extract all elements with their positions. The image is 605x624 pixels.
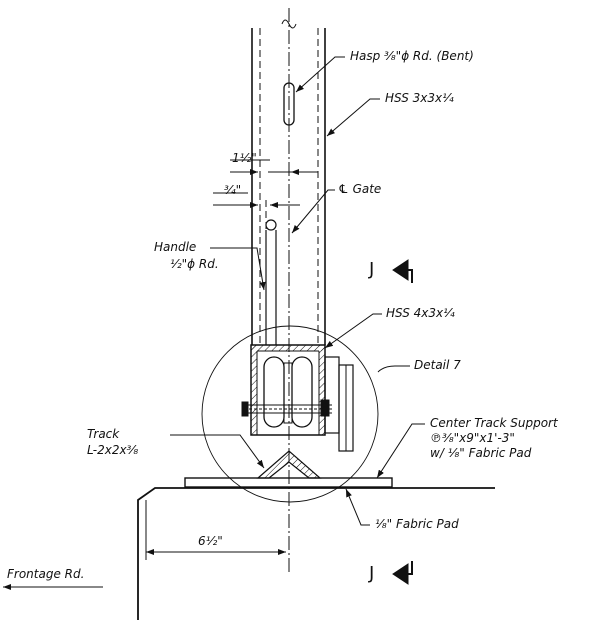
- detail-circle: [201, 325, 379, 503]
- slab-outline: [137, 487, 495, 620]
- label-dim-1-half: 1¹⁄₂": [232, 151, 257, 165]
- section-label-bottom: J: [369, 563, 375, 584]
- leader-handle: [210, 247, 266, 291]
- axle-nut: [320, 399, 330, 417]
- leader-detail: [377, 365, 410, 373]
- hss-beam-outer: [250, 344, 326, 436]
- hasp-slot: [283, 82, 295, 126]
- section-arrow-bottom: [392, 561, 413, 585]
- label-hss-beam: HSS 4x3x¹⁄₄: [386, 306, 455, 320]
- label-dim-6-half: 6¹⁄₂": [198, 534, 223, 548]
- leader-hss-post: [326, 98, 380, 137]
- wheel-right: [291, 356, 313, 428]
- label-handle-line1: Handle: [154, 240, 197, 254]
- hss-beam-hatch-top: [251, 345, 325, 351]
- label-support-line2: ℗³⁄₈"x9"x1'-3": [430, 431, 515, 445]
- wheel-left: [263, 356, 285, 428]
- hss-beam-hatch-left: [251, 345, 257, 435]
- label-handle-line2: ¹⁄₂"ϕ Rd.: [170, 257, 219, 271]
- label-hss-post: HSS 3x3x¹⁄₄: [385, 91, 454, 105]
- label-support-line1: Center Track Support: [430, 416, 558, 430]
- label-fabric-pad: ¹⁄₈" Fabric Pad: [375, 517, 459, 531]
- wheel-hub: [283, 362, 293, 424]
- leader-track: [170, 434, 265, 469]
- support-plate: [184, 477, 393, 488]
- leader-hasp: [295, 56, 345, 93]
- label-support-line3: w/ ¹⁄₈" Fabric Pad: [430, 446, 532, 460]
- label-track-line1: Track: [87, 427, 120, 441]
- hss-beam-hatch-right: [319, 345, 325, 435]
- bracket-plate: [324, 356, 340, 434]
- label-gate: ℄ Gate: [338, 182, 382, 196]
- label-dim-3-4: ³⁄₄": [224, 183, 242, 197]
- section-label-top: J: [369, 259, 375, 280]
- label-detail: Detail 7: [414, 358, 461, 372]
- label-track-line2: L-2x2x³⁄₈: [87, 443, 139, 457]
- handle-circle: [265, 219, 277, 231]
- leader-hss-beam: [324, 313, 382, 349]
- leader-support: [376, 423, 425, 479]
- label-hasp: Hasp ³⁄₈"ϕ Rd. (Bent): [350, 49, 474, 63]
- label-frontage: Frontage Rd.: [7, 567, 85, 581]
- leader-gate: [291, 189, 335, 234]
- break-mark: [281, 19, 297, 29]
- leader-fabric: [345, 488, 370, 526]
- section-arrow-top: [392, 259, 413, 283]
